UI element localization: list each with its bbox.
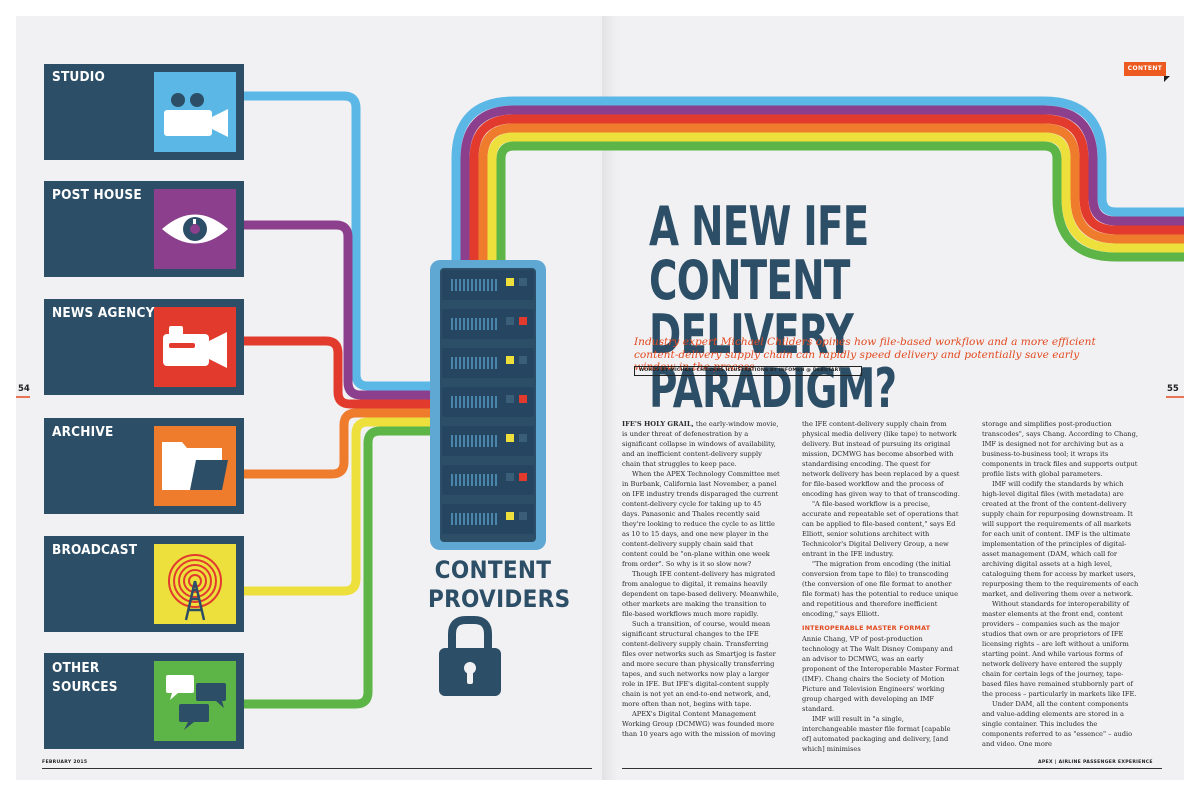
- connector-lines: [242, 91, 436, 709]
- paragraph: APEX's Digital Content Management Workin…: [622, 710, 776, 738]
- video-camera-icon: [163, 326, 227, 368]
- page-number-right: 55: [1167, 384, 1179, 394]
- article-credits: WORDS BY MICHAEL CHILDERS ILLUSTRATIONS …: [634, 366, 862, 376]
- footer-left: FEBRUARY 2015: [42, 760, 88, 765]
- paragraph: Though IFE content-delivery has migrated…: [622, 570, 779, 618]
- infographic-artwork: [16, 64, 1184, 749]
- paragraph: IFE'S HOLY GRAIL, the early-window movie…: [622, 419, 780, 469]
- footer-rule-right: [622, 768, 1162, 769]
- line-news-agency: [242, 336, 436, 409]
- source-boxes: [44, 64, 244, 749]
- movie-camera-icon: [164, 93, 228, 137]
- paragraph: IMF will result in "a single, interchang…: [802, 715, 951, 753]
- chat-bubbles-icon: [166, 675, 226, 730]
- folder-icon: [162, 442, 228, 490]
- footer-right: APEX | AIRLINE PASSENGER EXPERIENCE: [1038, 760, 1153, 765]
- subheading: INTEROPERABLE MASTER FORMAT: [802, 624, 931, 632]
- padlock-icon: [439, 616, 501, 696]
- source-label-news-agency: NEWS AGENCY: [52, 305, 155, 321]
- article-column-3: storage and simplifies post-production t…: [982, 419, 1140, 749]
- paragraph: Such a transition, of course, would mean…: [622, 620, 776, 708]
- page-number-left: 54: [18, 384, 30, 394]
- article-column-1: IFE'S HOLY GRAIL, the early-window movie…: [622, 419, 780, 739]
- lead-in: IFE'S HOLY GRAIL,: [622, 420, 694, 428]
- paragraph: Without standards for interoperability o…: [982, 600, 1137, 698]
- line-other-sources: [242, 426, 436, 709]
- source-label-post-house: POST HOUSE: [52, 187, 142, 203]
- source-label-broadcast: BROADCAST: [52, 542, 138, 558]
- rainbow-arc: [451, 96, 1184, 271]
- page-gutter: [602, 16, 618, 780]
- server-vents: [451, 279, 497, 525]
- source-label-archive: ARCHIVE: [52, 424, 114, 440]
- article-standfirst: Industry expert Michael Childers opines …: [634, 336, 1096, 373]
- line-broadcast: [242, 417, 436, 596]
- paragraph: storage and simplifies post-production t…: [982, 420, 1138, 478]
- content-providers-title: CONTENT PROVIDERS: [428, 556, 571, 613]
- article-column-2: the IFE content-delivery supply chain fr…: [802, 419, 960, 754]
- paragraph: IMF will codify the standards by which h…: [982, 480, 1139, 598]
- broadcast-tower-icon: [168, 554, 222, 621]
- paragraph: "The migration from encoding (the initia…: [802, 560, 959, 618]
- eye-icon: [162, 214, 228, 244]
- lead-text: the early-window movie, is under threat …: [622, 420, 779, 468]
- paragraph: Annie Chang, VP of post-production techn…: [802, 635, 960, 713]
- paragraph: "A file-based workflow is a precise, acc…: [802, 500, 959, 558]
- article-headline: A NEW IFE CONTENT DELIVERY PARADIGM?: [649, 195, 897, 420]
- line-post-house: [242, 220, 436, 400]
- paragraph: Under DAM, all the content components an…: [982, 700, 1133, 748]
- source-label-other-sources: OTHER SOURCES: [52, 660, 118, 695]
- paragraph: When the APEX Technology Committee met i…: [622, 470, 780, 568]
- server-rack: [430, 260, 546, 550]
- magazine-spread: STUDIO POST HOUSE NEWS AGENCY ARCHIVE BR…: [16, 16, 1184, 780]
- section-tag: CONTENT: [1124, 62, 1170, 82]
- line-studio: [242, 91, 436, 391]
- line-archive: [242, 408, 436, 479]
- server-leds: [506, 278, 527, 520]
- source-label-studio: STUDIO: [52, 69, 106, 85]
- footer-rule-left: [42, 768, 592, 769]
- paragraph: the IFE content-delivery supply chain fr…: [802, 420, 960, 498]
